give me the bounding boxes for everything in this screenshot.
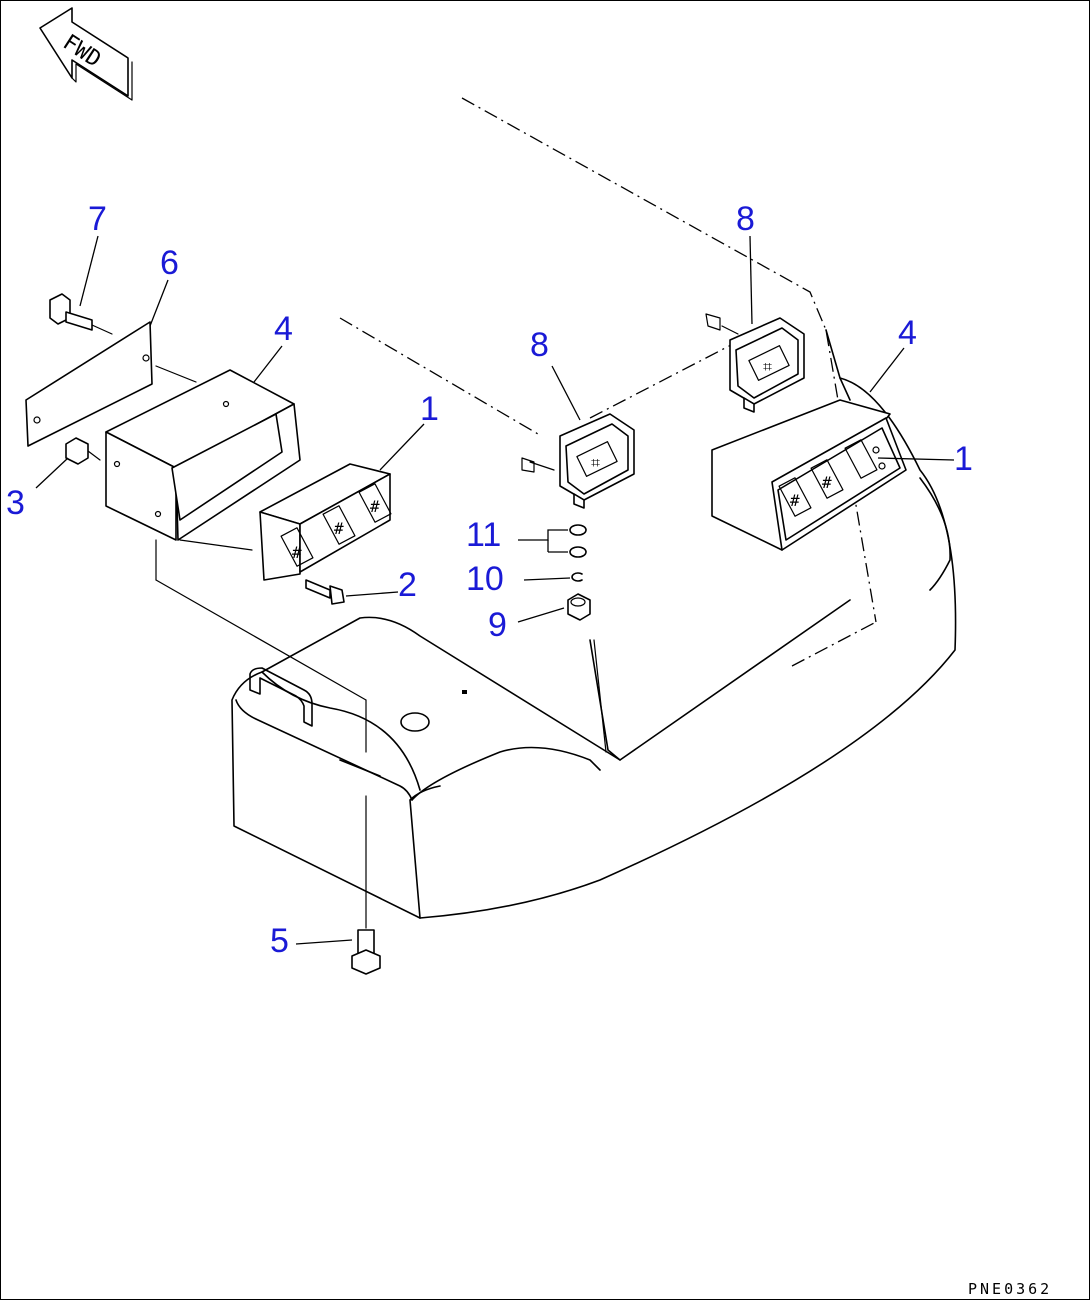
callout-11: 11	[466, 516, 501, 554]
callout-2: 2	[398, 566, 417, 604]
left-lamp-assembly: # # #	[25, 293, 392, 753]
callout-labels: 7 6 4 1 3 2 5 8 8 4 1 11 10 9	[6, 200, 973, 960]
svg-text:#: #	[292, 543, 302, 562]
svg-text:#: #	[370, 497, 380, 516]
callout-1-left: 1	[420, 390, 439, 428]
callout-8-left: 8	[530, 326, 549, 364]
callout-1-right: 1	[954, 440, 973, 478]
svg-text:#: #	[822, 473, 832, 492]
bolt-part-5	[351, 795, 381, 975]
bolt-part-2	[305, 579, 345, 605]
svg-text:#: #	[334, 519, 344, 538]
fwd-arrow-icon: FWD	[39, 7, 133, 101]
work-lamp-part-8-right: ⌗	[705, 313, 805, 413]
work-lamp-part-8-left: ⌗	[521, 413, 635, 509]
svg-text:⌗: ⌗	[591, 453, 600, 472]
right-lamp-assembly: # #	[711, 399, 907, 551]
screw-part-7	[49, 293, 113, 335]
callout-10: 10	[466, 560, 504, 598]
bracket-part-4-left	[105, 369, 301, 551]
nut-part-3	[65, 437, 89, 465]
callout-3: 3	[6, 484, 25, 522]
callout-7: 7	[88, 200, 107, 238]
callout-4-right: 4	[898, 314, 917, 352]
callout-8-right: 8	[736, 200, 755, 238]
callout-9: 9	[488, 606, 507, 644]
drawing-reference: PNE0362	[968, 1280, 1052, 1298]
callout-4-left: 4	[274, 310, 293, 348]
spring-washer-part-10	[571, 572, 583, 582]
callout-6: 6	[160, 244, 179, 282]
leader-lines	[35, 235, 955, 945]
svg-text:#: #	[790, 491, 800, 510]
cover-plate-part-6	[25, 321, 153, 447]
nut-part-9	[567, 593, 591, 621]
lamp-part-1-left: # # #	[259, 463, 392, 581]
callout-5: 5	[270, 922, 289, 960]
svg-text:⌗: ⌗	[763, 357, 772, 376]
counterweight	[231, 329, 957, 919]
washer-part-11	[569, 524, 587, 558]
